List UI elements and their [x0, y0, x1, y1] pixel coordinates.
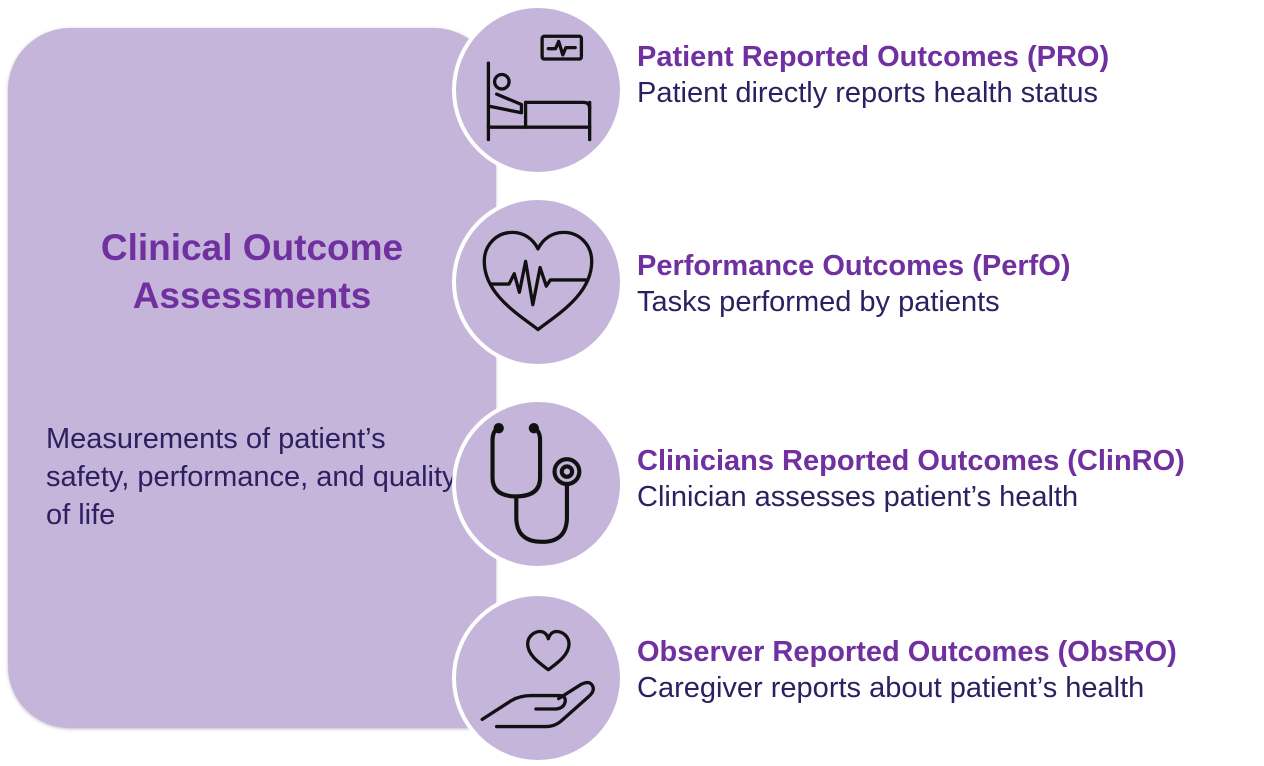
- panel-title: Clinical Outcome Assessments: [100, 227, 404, 316]
- patient-bed-monitor-icon: [486, 34, 592, 142]
- assessment-panel: [8, 28, 496, 728]
- perfo-icon-circle: [452, 196, 624, 368]
- outcome-item-perfo: Performance Outcomes (PerfO) Tasks perfo…: [637, 249, 1257, 321]
- outcome-item-obsro: Observer Reported Outcomes (ObsRO) Careg…: [637, 635, 1257, 707]
- outcome-item-clinro: Clinicians Reported Outcomes (ClinRO) Cl…: [637, 444, 1257, 516]
- outcome-description: Clinician assesses patient’s health: [637, 481, 1079, 513]
- panel-description: Measurements of patient’s safety, perfor…: [46, 423, 457, 531]
- outcome-title: Clinicians Reported Outcomes (ClinRO): [637, 445, 1185, 477]
- outcome-description: Caregiver reports about patient’s health: [637, 672, 1145, 704]
- outcome-description: Patient directly reports health status: [637, 77, 1099, 109]
- heart-pulse-icon: [482, 230, 594, 332]
- pro-icon-circle: [452, 4, 624, 176]
- outcome-title: Patient Reported Outcomes (PRO): [637, 41, 1110, 73]
- stethoscope-icon: [490, 423, 582, 544]
- obsro-icon-circle: [452, 592, 624, 764]
- outcome-title: Observer Reported Outcomes (ObsRO): [637, 636, 1177, 668]
- outcome-title: Performance Outcomes (PerfO): [637, 250, 1071, 282]
- outcome-item-pro: Patient Reported Outcomes (PRO) Patient …: [637, 40, 1257, 112]
- clinro-icon-circle: [452, 398, 624, 570]
- outcome-description: Tasks performed by patients: [637, 286, 1000, 318]
- heart-hand-icon: [480, 629, 595, 729]
